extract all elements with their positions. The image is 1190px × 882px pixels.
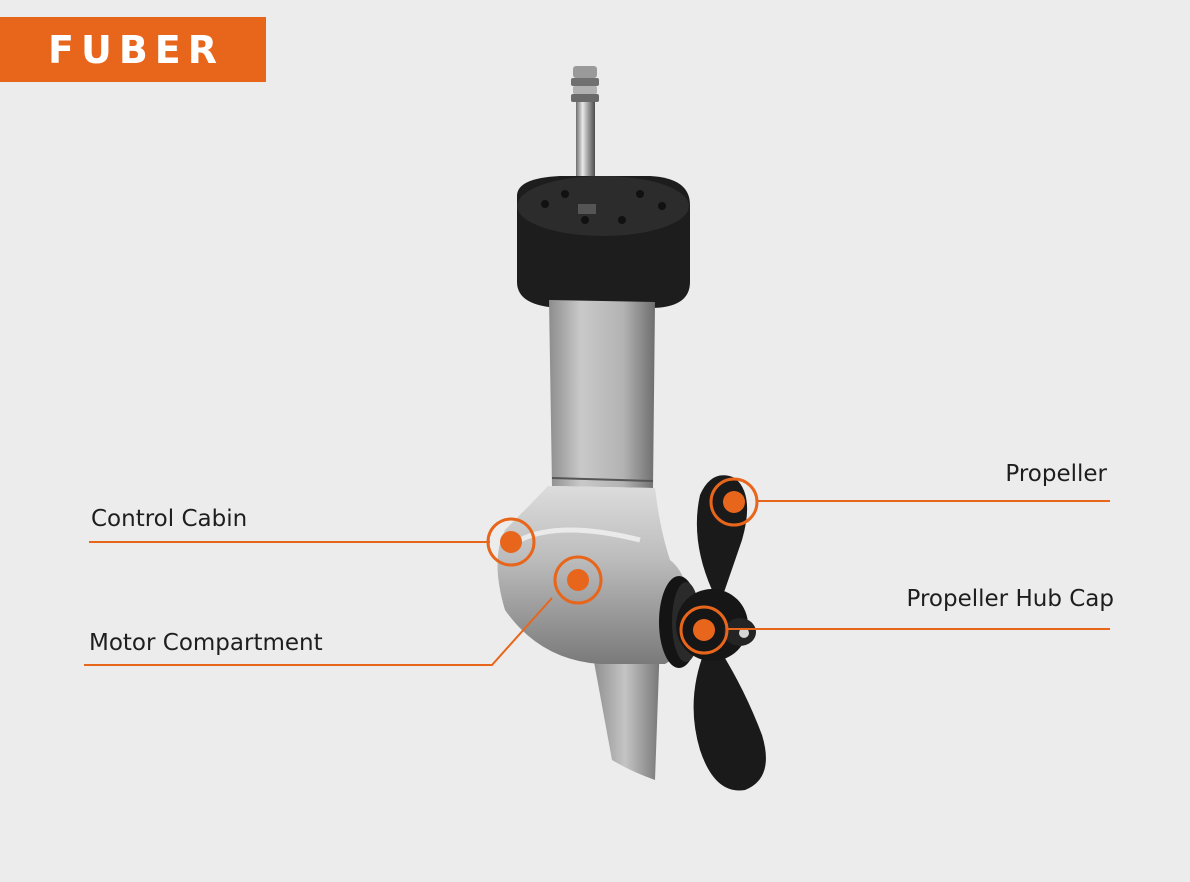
skeg-fin: [590, 640, 660, 780]
callout-label-motor-compartment: Motor Compartment: [89, 630, 323, 656]
leader-motor-compartment: [84, 597, 553, 666]
mounting-bracket: [517, 176, 690, 308]
callout-label-propeller-hub-cap: Propeller Hub Cap: [906, 586, 1114, 612]
callout-leaders: [84, 500, 1110, 666]
marker-propeller: [709, 477, 759, 527]
callout-label-propeller: Propeller: [1005, 461, 1107, 487]
brand-name: FUBER: [48, 27, 224, 72]
motor-body: [497, 486, 700, 668]
marker-propeller-hub-cap: [679, 605, 729, 655]
brand-logo: FUBER: [0, 17, 266, 82]
marker-motor-compartment: [553, 555, 603, 605]
callout-label-control-cabin: Control Cabin: [91, 506, 248, 532]
marker-control-cabin: [486, 517, 536, 567]
drive-leg: [549, 300, 655, 488]
